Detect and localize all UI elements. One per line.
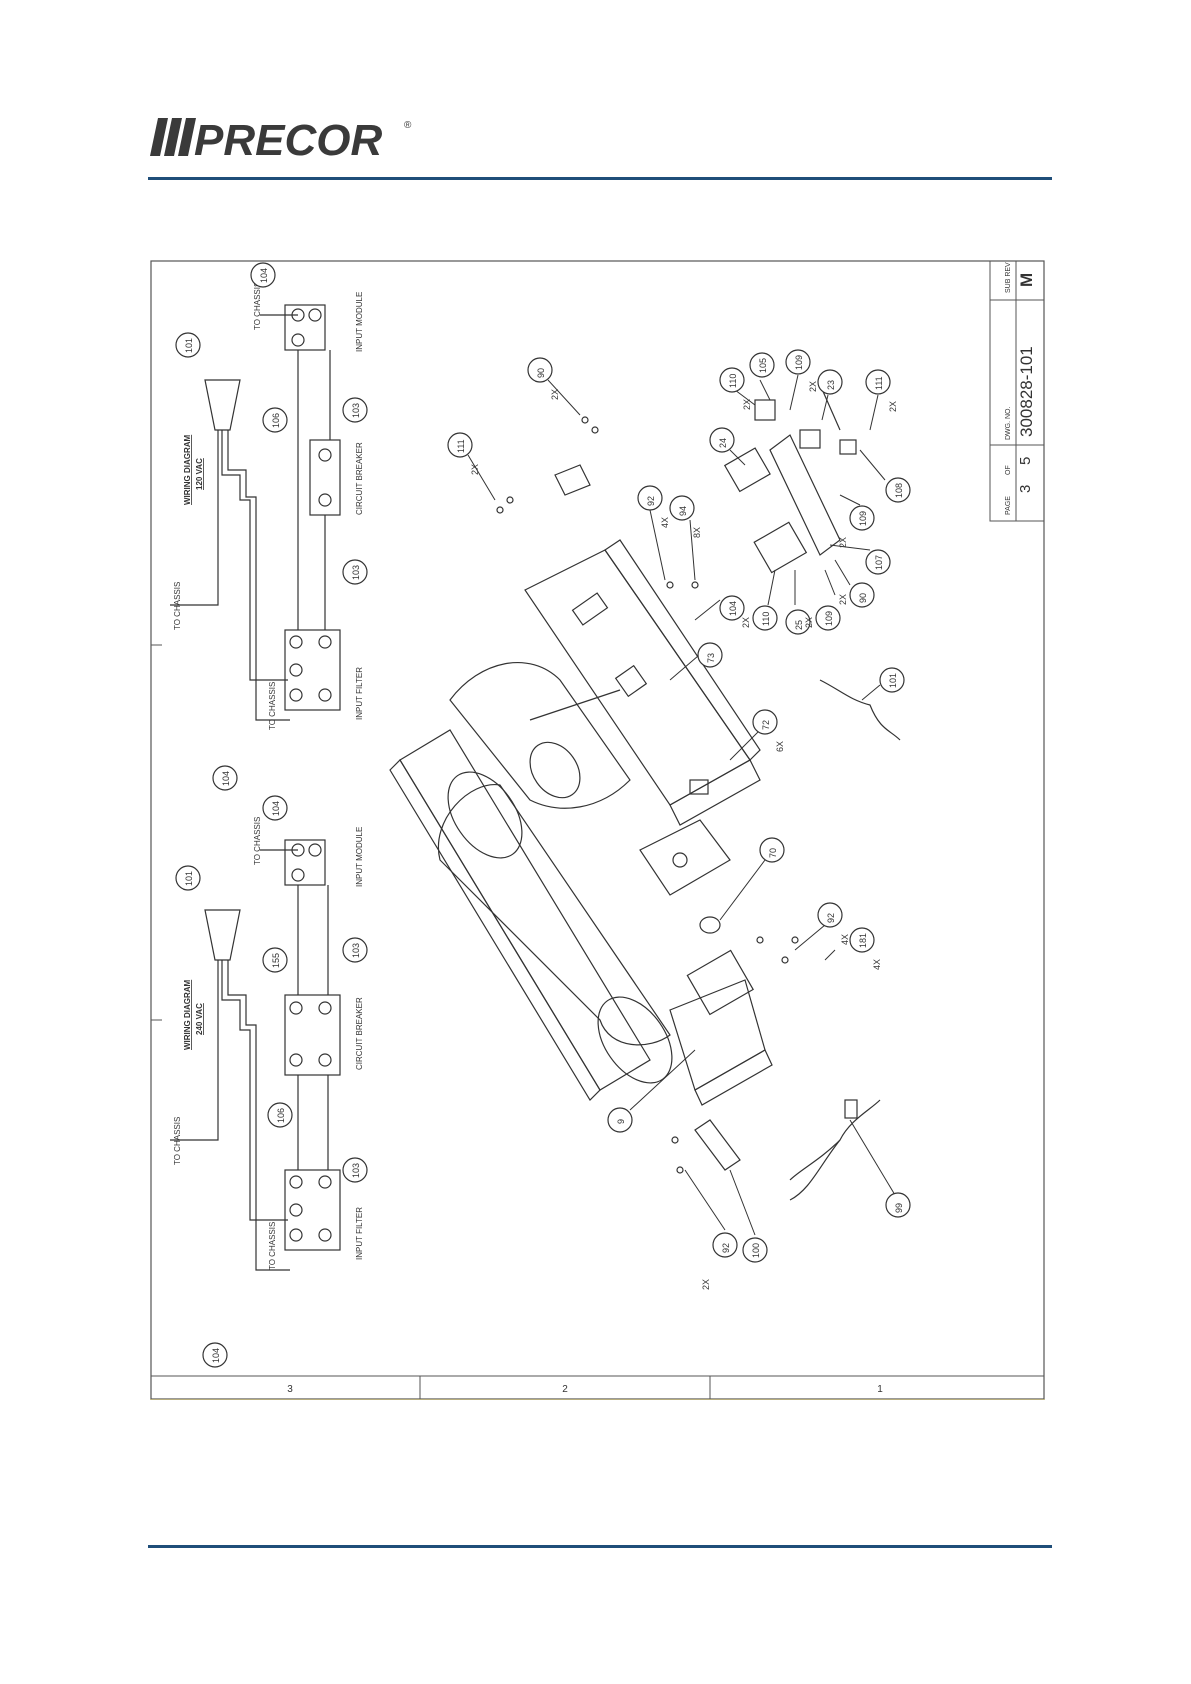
svg-text:101: 101: [184, 338, 194, 353]
svg-text:181: 181: [858, 933, 868, 948]
svg-text:240 VAC: 240 VAC: [195, 1003, 204, 1035]
svg-text:94: 94: [678, 506, 688, 516]
svg-text:8X: 8X: [692, 527, 702, 538]
svg-text:6X: 6X: [775, 741, 785, 752]
motor-frame-assembly: [389, 379, 901, 1201]
svg-text:107: 107: [874, 555, 884, 570]
svg-text:90: 90: [536, 368, 546, 378]
precor-logo: PRECOR ®: [150, 116, 412, 164]
svg-text:CIRCUIT BREAKER: CIRCUIT BREAKER: [355, 997, 364, 1070]
svg-text:100: 100: [751, 1243, 761, 1258]
svg-text:109: 109: [824, 611, 834, 626]
svg-text:DWG. NO.: DWG. NO.: [1005, 407, 1012, 440]
svg-text:104: 104: [221, 771, 231, 786]
svg-text:111: 111: [874, 376, 884, 390]
svg-text:TO CHASSIS: TO CHASSIS: [268, 1222, 277, 1270]
svg-text:155: 155: [271, 953, 281, 968]
svg-text:106: 106: [271, 413, 281, 428]
svg-text:INPUT MODULE: INPUT MODULE: [355, 827, 364, 887]
svg-text:23: 23: [826, 380, 836, 390]
zone-3: 3: [287, 1384, 293, 1395]
svg-text:2X: 2X: [888, 401, 898, 412]
svg-text:103: 103: [351, 1163, 361, 1178]
svg-text:72: 72: [761, 720, 771, 730]
svg-text:104: 104: [259, 268, 269, 283]
svg-text:TO CHASSIS: TO CHASSIS: [268, 682, 277, 730]
svg-text:WIRING DIAGRAM: WIRING DIAGRAM: [183, 979, 192, 1050]
svg-text:99: 99: [894, 1203, 904, 1213]
label-input-module: INPUT MODULE: [355, 292, 364, 352]
svg-text:9: 9: [616, 1119, 626, 1124]
svg-text:120 VAC: 120 VAC: [195, 458, 204, 490]
svg-text:TO CHASSIS: TO CHASSIS: [253, 282, 262, 330]
title-block: PAGE 3 OF 5 DWG. NO. 300828-101 SUB REV …: [989, 260, 1045, 522]
svg-text:101: 101: [888, 673, 898, 688]
svg-text:90: 90: [858, 593, 868, 603]
svg-text:104: 104: [728, 601, 738, 616]
svg-text:103: 103: [351, 565, 361, 580]
svg-text:2X: 2X: [741, 617, 751, 628]
footer-rule: [148, 1545, 1052, 1548]
svg-text:TO CHASSIS: TO CHASSIS: [173, 1117, 182, 1165]
svg-text:92: 92: [646, 496, 656, 506]
svg-text:92: 92: [826, 913, 836, 923]
svg-text:103: 103: [351, 403, 361, 418]
svg-text:24: 24: [718, 438, 728, 448]
label-input-filter: INPUT FILTER: [355, 667, 364, 720]
exploded-parts-drawing: 3 2 1 PAGE 3 OF 5 DWG. NO. 300828-101 SU…: [150, 260, 1045, 1400]
svg-text:92: 92: [721, 1243, 731, 1253]
zone-1: 1: [877, 1384, 883, 1395]
registered-mark: ®: [404, 120, 412, 131]
svg-text:TO CHASSIS: TO CHASSIS: [253, 817, 262, 865]
header-rule: [148, 177, 1052, 180]
svg-text:2X: 2X: [550, 389, 560, 400]
svg-text:105: 105: [758, 358, 768, 373]
wiring-diagram-120vac: [170, 304, 341, 721]
svg-text:73: 73: [706, 653, 716, 663]
svg-text:2X: 2X: [838, 594, 848, 605]
svg-text:4X: 4X: [840, 934, 850, 945]
page-total: 5: [1017, 457, 1034, 465]
svg-text:70: 70: [768, 848, 778, 858]
svg-text:104: 104: [271, 801, 281, 816]
svg-text:110: 110: [761, 612, 771, 626]
svg-text:2X: 2X: [742, 399, 752, 410]
svg-text:2X: 2X: [701, 1279, 711, 1290]
svg-text:101: 101: [184, 871, 194, 886]
svg-text:2X: 2X: [804, 617, 814, 628]
drawing-svg: 3 2 1 PAGE 3 OF 5 DWG. NO. 300828-101 SU…: [150, 260, 1045, 1400]
svg-text:104: 104: [211, 1348, 221, 1363]
svg-text:OF: OF: [1005, 465, 1012, 475]
svg-text:106: 106: [276, 1108, 286, 1123]
brand-text: PRECOR: [194, 116, 382, 164]
svg-text:INPUT FILTER: INPUT FILTER: [355, 1207, 364, 1260]
svg-text:109: 109: [794, 355, 804, 370]
svg-text:103: 103: [351, 943, 361, 958]
svg-text:110: 110: [728, 374, 738, 388]
part-callouts: 90 2X 111 2X 110 2X 105 109 2X 23 111 2X 24 1…: [447, 349, 911, 1290]
svg-text:TO CHASSIS: TO CHASSIS: [173, 582, 182, 630]
drawing-frame: [150, 260, 1045, 1400]
label-circuit-breaker: CIRCUIT BREAKER: [355, 442, 364, 515]
wiring-diagram-240vac: [170, 839, 341, 1271]
drawing-number: 300828-101: [1017, 346, 1036, 437]
page-number: 3: [1017, 485, 1034, 493]
svg-text:108: 108: [894, 483, 904, 498]
svg-text:2X: 2X: [808, 381, 818, 392]
svg-text:2X: 2X: [470, 464, 480, 475]
revision: M: [1017, 273, 1036, 287]
svg-text:2X: 2X: [838, 537, 848, 548]
svg-text:109: 109: [858, 511, 868, 526]
svg-text:WIRING DIAGRAM: WIRING DIAGRAM: [183, 434, 192, 505]
svg-text:4X: 4X: [660, 517, 670, 528]
svg-text:25: 25: [794, 620, 804, 630]
svg-text:SUB REV: SUB REV: [1005, 262, 1012, 293]
zone-2: 2: [562, 1384, 568, 1395]
svg-text:111: 111: [456, 439, 466, 453]
svg-text:PAGE: PAGE: [1005, 496, 1012, 515]
svg-text:4X: 4X: [872, 959, 882, 970]
